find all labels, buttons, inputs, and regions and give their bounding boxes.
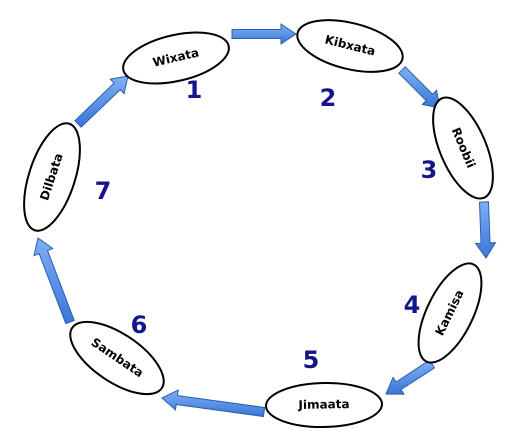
arrow-dilbata-to-wixata (74, 75, 129, 128)
arrow-roobii-to-kamisa (474, 201, 497, 259)
day-node-3: Roobii (432, 96, 494, 200)
day-number-4: 4 (404, 291, 421, 319)
day-number-2: 2 (320, 84, 337, 112)
day-label: Jimaata (297, 397, 349, 412)
day-number-5: 5 (303, 346, 320, 374)
day-ellipse (23, 122, 81, 232)
arrow-wixata-to-kibxata (231, 23, 297, 45)
day-node-6: Sambata (69, 320, 165, 396)
day-node-7: Dilbata (23, 122, 81, 232)
day-node-2: Kibxata (296, 19, 404, 73)
day-ellipse (296, 19, 404, 73)
day-number-7: 7 (95, 177, 112, 205)
day-node-4: Kamisa (417, 262, 483, 364)
day-number-6: 6 (131, 311, 148, 339)
arrow-kibxata-to-roobii (398, 66, 441, 109)
day-ellipse (122, 31, 230, 85)
day-ellipse (432, 96, 494, 200)
day-number-1: 1 (186, 76, 203, 104)
day-ellipse (417, 262, 483, 364)
day-ellipse (265, 381, 383, 429)
day-node-5: Jimaata (265, 381, 383, 429)
arrow-jimaata-to-sambata (161, 389, 266, 418)
day-ellipse (69, 320, 165, 396)
day-node-1: Wixata (122, 31, 230, 85)
arrow-kamisa-to-jimaata (385, 359, 436, 395)
arrow-sambata-to-dilbata (33, 237, 75, 325)
day-number-3: 3 (421, 156, 438, 184)
cycle-arrows (33, 23, 497, 418)
